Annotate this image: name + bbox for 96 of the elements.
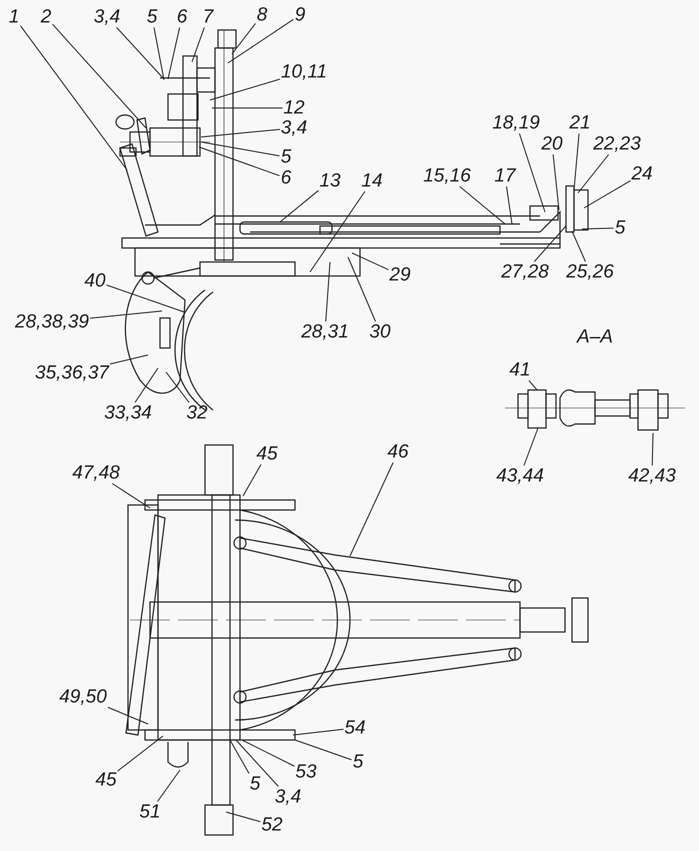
callout-number: 5 <box>352 752 364 772</box>
callout-number: 5 <box>146 6 158 28</box>
leader-line <box>108 706 148 724</box>
callout-number: 10,11 <box>280 62 328 82</box>
callout-number: 40 <box>83 270 107 292</box>
leader-line <box>198 146 280 176</box>
callout-number: 14 <box>360 170 384 192</box>
callout-number: 13 <box>318 170 342 192</box>
callout-number: 18,19 <box>491 112 541 134</box>
callout-number: 6 <box>176 6 188 28</box>
leader-line <box>518 133 546 212</box>
leader-line <box>228 18 294 64</box>
leader-line <box>584 180 631 208</box>
callout-number: 45 <box>94 770 118 790</box>
callout-number: 46 <box>386 442 410 462</box>
leader-line <box>325 262 330 322</box>
leader-line <box>294 740 352 760</box>
leader-line <box>578 154 610 194</box>
callout-number: 25,26 <box>565 262 615 282</box>
callout-number: 5 <box>614 218 626 238</box>
leader-line <box>192 27 205 62</box>
leader-line <box>112 483 150 508</box>
leader-line <box>230 740 250 774</box>
leader-line <box>528 380 538 390</box>
leader-line <box>200 128 280 138</box>
leader-line <box>292 728 344 736</box>
callout-number: 24 <box>630 164 654 184</box>
leader-line <box>168 27 180 80</box>
callout-number: 53 <box>294 762 318 782</box>
callout-number: 17 <box>493 166 517 186</box>
callout-number: 28,38,39 <box>14 312 90 332</box>
callout-number: 49,50 <box>58 686 108 708</box>
leader-line <box>534 226 566 262</box>
leader-line <box>310 191 366 272</box>
leader-line <box>652 432 654 466</box>
leader-line <box>552 154 560 210</box>
callout-number: 3,4 <box>274 786 302 808</box>
leader-line <box>506 186 512 224</box>
leader-line <box>210 78 280 100</box>
callout-number: 12 <box>282 98 306 118</box>
leader-line <box>523 428 538 466</box>
callout-number: 52 <box>260 814 284 836</box>
leader-line <box>90 310 162 319</box>
callout-number: 8 <box>256 4 268 26</box>
callout-number: 28,31 <box>300 322 350 342</box>
callout-number: 27,28 <box>500 262 550 282</box>
callout-number: 35,36,37 <box>34 362 110 384</box>
callout-number: 33,34 <box>103 402 153 424</box>
callout-number: 6 <box>280 168 292 188</box>
callout-number: 54 <box>343 718 367 738</box>
leader-line <box>110 354 148 364</box>
callout-number: 9 <box>294 4 306 26</box>
leader-line <box>348 256 376 322</box>
callout-number: 29 <box>388 264 412 286</box>
leader-line <box>52 24 146 128</box>
leader-line <box>117 736 164 772</box>
callout-number: 30 <box>368 322 392 342</box>
leader-line <box>106 284 184 312</box>
callout-number: 45 <box>255 444 279 464</box>
callout-number: 21 <box>568 112 592 134</box>
callout-number: 3,4 <box>92 6 122 28</box>
leader-line <box>134 368 158 403</box>
leader-line <box>582 228 614 230</box>
leader-line <box>459 186 506 224</box>
leader-line <box>242 464 262 496</box>
leader-line <box>20 25 128 170</box>
callout-number: 20 <box>540 134 564 154</box>
callout-number: 7 <box>202 6 214 28</box>
callout-number: 43,44 <box>495 466 545 486</box>
callout-number: 5 <box>280 146 292 168</box>
leader-line <box>572 230 586 262</box>
leader-line <box>574 133 580 190</box>
callout-number: 22,23 <box>592 134 642 154</box>
leader-line <box>200 142 280 156</box>
leader-line <box>352 252 389 270</box>
leader-line <box>242 740 295 767</box>
callout-number: 32 <box>185 402 209 424</box>
leader-line <box>226 812 261 822</box>
callout-number: 42,43 <box>627 466 677 486</box>
leader-line <box>116 27 164 78</box>
callout-number: 5 <box>248 774 262 794</box>
section-label: A–A <box>577 328 613 346</box>
leader-line <box>154 27 164 80</box>
leader-line <box>280 190 319 222</box>
leader-line <box>232 22 256 54</box>
callout-number: 3,4 <box>280 118 308 138</box>
leader-line <box>236 740 279 787</box>
leader-line <box>166 372 190 403</box>
leader-line <box>350 462 394 556</box>
callout-number: 2 <box>40 6 52 28</box>
callout-number: 47,48 <box>71 462 121 484</box>
callout-number: 41 <box>508 360 532 380</box>
callout-number: 1 <box>8 6 20 28</box>
callout-number: 15,16 <box>422 166 472 186</box>
leader-line <box>157 770 180 802</box>
callout-number: 51 <box>138 802 162 822</box>
